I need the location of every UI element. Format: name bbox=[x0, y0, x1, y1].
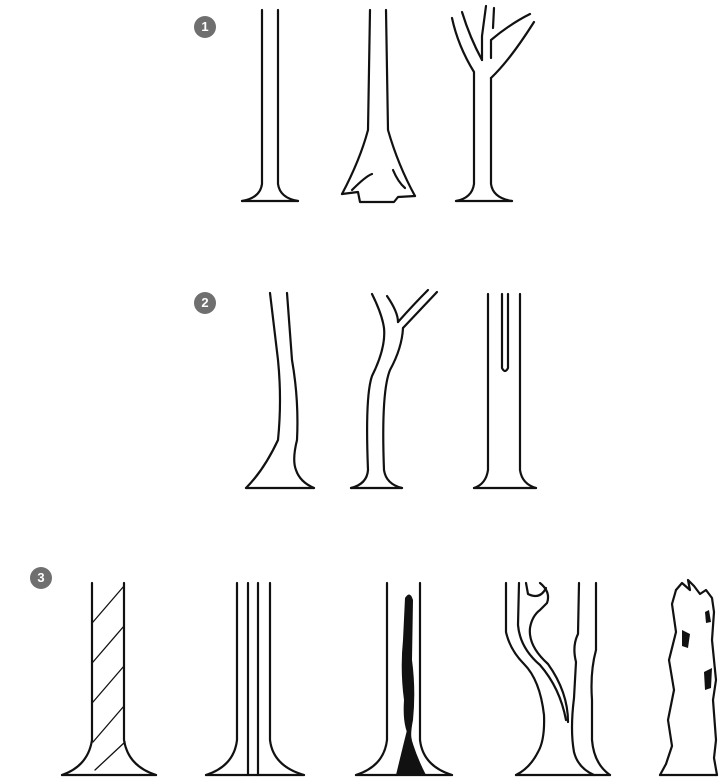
split-top-trunk-icon bbox=[474, 294, 536, 488]
leaning-trunk-icon bbox=[246, 293, 314, 488]
straight-trunk-icon bbox=[242, 10, 298, 201]
flared-base-trunk-icon bbox=[342, 10, 415, 202]
forked-trunk-icon bbox=[452, 6, 534, 201]
group-1-badge: 1 bbox=[194, 16, 216, 38]
included-bark-fork-trunk-icon bbox=[506, 583, 610, 775]
group-3-badge: 3 bbox=[30, 567, 52, 589]
spiral-grain-trunk-icon bbox=[62, 583, 156, 775]
broken-decayed-trunk-icon bbox=[660, 580, 717, 775]
cavity-trunk-icon bbox=[356, 583, 452, 775]
curved-forked-trunk-icon bbox=[351, 290, 437, 488]
seam-trunk-icon bbox=[206, 583, 304, 775]
group-2-badge: 2 bbox=[194, 292, 216, 314]
